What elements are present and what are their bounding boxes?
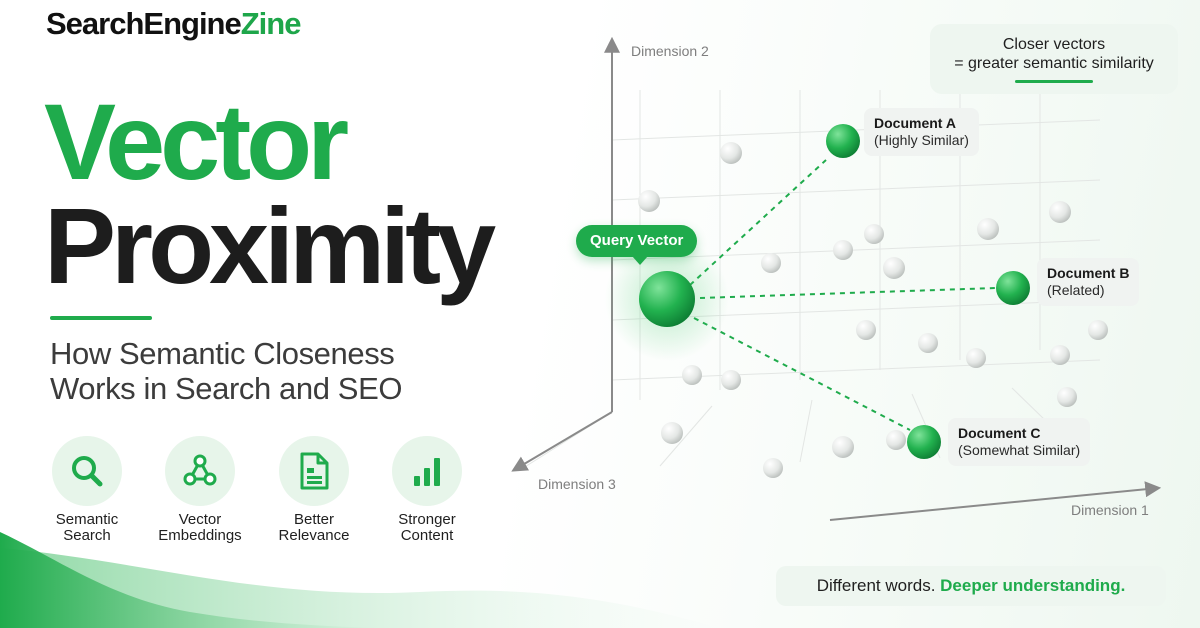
feature-label-line-2: Embeddings (158, 527, 242, 544)
headline-line-1: Vector (44, 81, 349, 202)
vector-dot (918, 333, 938, 353)
vector-dot (1057, 387, 1077, 407)
document-b-card: Document B (Related) (1037, 258, 1140, 306)
headline-line-2: Proximity (44, 185, 496, 306)
brand-part-2: Zine (240, 6, 302, 41)
feature-label-line-1: Vector (178, 511, 222, 528)
axis-label-dimension-1: Dimension 1 (1071, 502, 1149, 518)
document-c-desc: (Somewhat Similar) (958, 442, 1081, 458)
axis-dimension-3 (511, 411, 613, 472)
feature-label-line-2: Search (63, 527, 111, 544)
network-nodes-icon (183, 454, 217, 486)
document-c-card: Document C (Somewhat Similar) (948, 418, 1091, 466)
grid-line (659, 405, 713, 467)
subtitle-line-2: Works in Search and SEO (50, 371, 403, 406)
bar-chart-icon (414, 458, 440, 486)
similarity-callout: Closer vectors = greater semantic simila… (930, 24, 1178, 94)
wave-front (0, 532, 380, 628)
tagline-strong: Deeper understanding. (940, 576, 1126, 595)
feature-label: Better Relevance (259, 512, 369, 544)
document-c-name: Document C (958, 425, 1041, 441)
magnifier-icon (72, 456, 103, 487)
feature-stronger-content: Stronger Content (372, 436, 482, 544)
feature-label: Stronger Content (372, 512, 482, 544)
vector-dot (864, 224, 884, 244)
wave-back (0, 548, 720, 628)
brand-part-1: SearchEngine (46, 6, 242, 41)
document-a-sphere (826, 124, 860, 158)
feature-icon-circle (52, 436, 122, 506)
grid-line (611, 119, 1101, 141)
vector-dot (638, 190, 660, 212)
document-a-name: Document A (874, 115, 956, 131)
feature-vector-embeddings: Vector Embeddings (145, 436, 255, 544)
vector-dot (1049, 201, 1071, 223)
headline-divider (50, 316, 152, 320)
axis-dimension-1 (829, 481, 1162, 521)
feature-semantic-search: Semantic Search (32, 436, 142, 544)
vector-dot (682, 365, 702, 385)
feature-label-line-1: Semantic (55, 511, 119, 528)
link-query-document-c (693, 317, 911, 431)
link-query-document-b (699, 287, 997, 299)
vector-dot (886, 430, 906, 450)
subtitle-line-1: How Semantic Closeness (50, 336, 395, 371)
feature-icon-circle (279, 436, 349, 506)
vector-dot (977, 218, 999, 240)
vector-dot (761, 253, 781, 273)
document-a-card: Document A (Highly Similar) (864, 108, 979, 156)
vector-dot (883, 257, 905, 279)
document-b-name: Document B (1047, 265, 1130, 281)
callout-line-1: Closer vectors (1002, 36, 1106, 53)
feature-better-relevance: Better Relevance (259, 436, 369, 544)
grid-line (611, 179, 1101, 201)
vector-dot (1050, 345, 1070, 365)
feature-icon-circle (165, 436, 235, 506)
feature-label: Vector Embeddings (145, 512, 255, 544)
vector-dot (661, 422, 683, 444)
callout-line-2: = greater semantic similarity (954, 55, 1154, 72)
vector-dot (833, 240, 853, 260)
vector-dot (832, 436, 854, 458)
feature-icon-circle (392, 436, 462, 506)
callout-accent-bar (1015, 80, 1093, 83)
document-icon (300, 452, 329, 490)
axis-label-dimension-2: Dimension 2 (631, 43, 709, 59)
vector-dot (720, 142, 742, 164)
document-c-sphere (907, 425, 941, 459)
feature-label-line-1: Stronger (398, 511, 456, 528)
document-a-desc: (Highly Similar) (874, 132, 969, 148)
tagline-banner: Different words. Deeper understanding. (776, 566, 1166, 606)
query-vector-sphere (639, 271, 695, 327)
brand-logo: SearchEngineZine (46, 6, 302, 42)
axis-label-dimension-3: Dimension 3 (538, 476, 616, 492)
grid-line (799, 399, 813, 463)
vector-dot (721, 370, 741, 390)
feature-label-line-2: Relevance (278, 527, 350, 544)
feature-label-line-1: Better (293, 511, 335, 528)
vector-dot (966, 348, 986, 368)
document-b-desc: (Related) (1047, 282, 1105, 298)
vector-dot (763, 458, 783, 478)
query-vector-label: Query Vector (576, 225, 698, 265)
subtitle: How Semantic Closeness Works in Search a… (50, 336, 480, 406)
feature-label-line-2: Content (400, 527, 454, 544)
vector-dot (1088, 320, 1108, 340)
vector-dot (856, 320, 876, 340)
tagline-plain: Different words. (816, 576, 936, 595)
feature-label: Semantic Search (32, 512, 142, 544)
document-b-sphere (996, 271, 1030, 305)
